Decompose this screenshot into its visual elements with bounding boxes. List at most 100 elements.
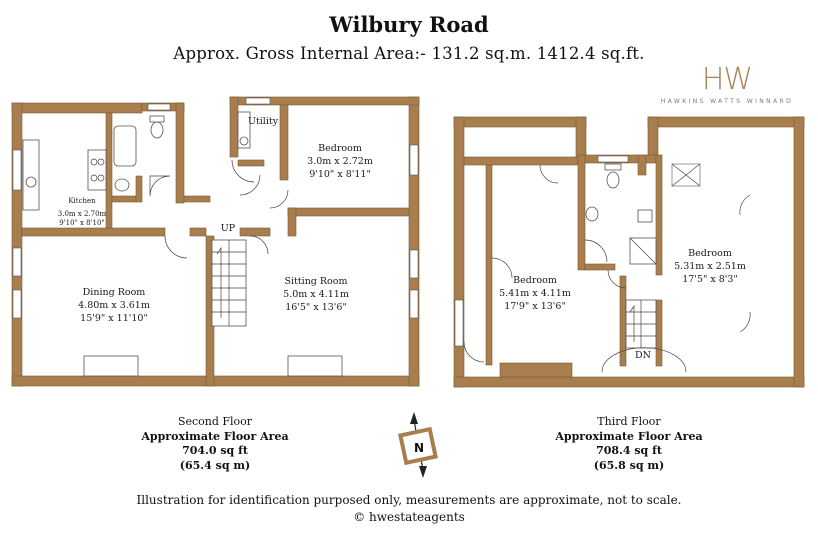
window	[409, 144, 419, 176]
stair-dn-label: DN	[635, 350, 651, 361]
bathtub	[113, 125, 137, 167]
door-swing	[239, 174, 261, 196]
plan-title: Wilbury Road	[329, 12, 489, 37]
kitchen-metric: 3.0m x 2.70m	[58, 210, 107, 218]
window	[147, 103, 171, 111]
wall	[21, 227, 166, 237]
stair-up-label: UP	[221, 223, 236, 234]
hob-ring	[90, 158, 98, 166]
basin	[585, 206, 599, 222]
fireplace	[287, 355, 343, 377]
bedroom-2f-imperial: 9'10" x 8'11"	[309, 169, 371, 180]
wall	[647, 116, 659, 158]
wall	[237, 159, 265, 167]
door-swing	[249, 235, 269, 255]
wall	[11, 102, 23, 387]
window	[409, 289, 419, 319]
wall	[577, 154, 586, 271]
wall	[175, 102, 185, 204]
second-floor-plan: Kitchen 3.0m x 2.70m 9'10" x 8'10" Utili…	[11, 96, 420, 387]
gross-area-subtitle: Approx. Gross Internal Area:- 131.2 sq.m…	[173, 44, 645, 63]
wall	[239, 227, 271, 237]
door-swing	[269, 189, 289, 209]
wall	[111, 195, 137, 203]
bedroom-3f-1-metric: 5.41m x 4.11m	[499, 288, 571, 299]
window	[12, 149, 22, 191]
wall	[287, 207, 410, 217]
window	[12, 289, 22, 319]
door-swing	[491, 257, 513, 279]
door-swing	[164, 235, 188, 259]
basin	[114, 178, 130, 192]
wall	[655, 299, 663, 367]
utility-name: Utility	[248, 116, 279, 127]
wall	[11, 375, 420, 387]
wall	[637, 154, 647, 176]
hob	[87, 149, 107, 191]
second-floor-sqft: 704.0 sq ft	[182, 444, 248, 457]
cistern	[149, 115, 165, 123]
wall	[453, 116, 465, 388]
staircase-third	[601, 299, 687, 373]
cistern	[604, 163, 622, 171]
stair-landing-curve	[601, 347, 687, 373]
door-swing	[739, 194, 751, 216]
window	[245, 97, 271, 105]
kitchen-counter	[22, 139, 40, 211]
sitting-imperial: 16'5" x 13'6"	[285, 302, 347, 313]
window	[12, 247, 22, 277]
third-floor-plan: Bedroom 5.41m x 4.11m 17'9" x 13'6" Bedr…	[453, 116, 805, 388]
window	[597, 155, 629, 163]
wall	[453, 376, 805, 388]
kitchen-imperial: 9'10" x 8'10"	[59, 219, 104, 227]
staircase-second	[211, 239, 247, 327]
compass-north-label: N	[414, 441, 424, 455]
dining-metric: 4.80m x 3.61m	[78, 300, 150, 311]
logo-name: HAWKINS WATTS WINNARD	[660, 98, 794, 105]
logo-mark: HW	[701, 62, 753, 97]
wall	[105, 112, 113, 231]
third-floor-caption: Third Floor Approximate Floor Area 708.4…	[554, 415, 704, 473]
hob-ring	[97, 174, 105, 182]
door-swing	[463, 341, 485, 363]
toilet	[150, 121, 164, 139]
agent-logo: HW HAWKINS WATTS WINNARD	[648, 62, 806, 106]
kitchen-name: Kitchen	[68, 197, 96, 205]
wall	[619, 275, 627, 367]
wall	[463, 156, 579, 166]
sitting-name: Sitting Room	[284, 276, 347, 287]
second-floor-caption: Second Floor Approximate Floor Area 704.…	[140, 415, 290, 473]
disclaimer: Illustration for identification purposed…	[136, 493, 682, 507]
bedroom-3f-1-name: Bedroom	[513, 275, 557, 286]
compass: N	[398, 412, 438, 478]
wall	[11, 102, 143, 114]
dining-name: Dining Room	[83, 287, 146, 298]
door-swing	[739, 311, 751, 333]
wall	[655, 154, 663, 276]
utility-sink	[239, 136, 249, 146]
door-swing	[607, 269, 627, 289]
wall	[135, 175, 143, 203]
third-floor-sqm: (65.8 sq m)	[593, 458, 665, 472]
wall	[408, 96, 420, 387]
wall	[499, 362, 573, 378]
wall	[229, 96, 239, 158]
wall	[183, 195, 211, 203]
bedroom-3f-2-metric: 5.31m x 2.51m	[674, 261, 746, 272]
door-swing	[539, 164, 559, 184]
wall	[279, 104, 289, 181]
compass-arrow-head	[410, 412, 418, 424]
door-swing	[231, 159, 255, 183]
window	[409, 249, 419, 279]
wall	[189, 227, 207, 237]
second-floor-sqm: (65.4 sq m)	[179, 458, 251, 472]
dining-imperial: 15'9" x 11'10"	[80, 313, 148, 324]
compass-arrow-tail	[419, 466, 427, 478]
cupboard	[637, 209, 653, 223]
third-floor-name: Third Floor	[597, 415, 661, 428]
wall	[584, 263, 616, 271]
wall	[575, 116, 587, 158]
footer: Illustration for identification purposed…	[0, 492, 818, 526]
hob-ring	[90, 174, 98, 182]
compass-box	[398, 426, 438, 466]
